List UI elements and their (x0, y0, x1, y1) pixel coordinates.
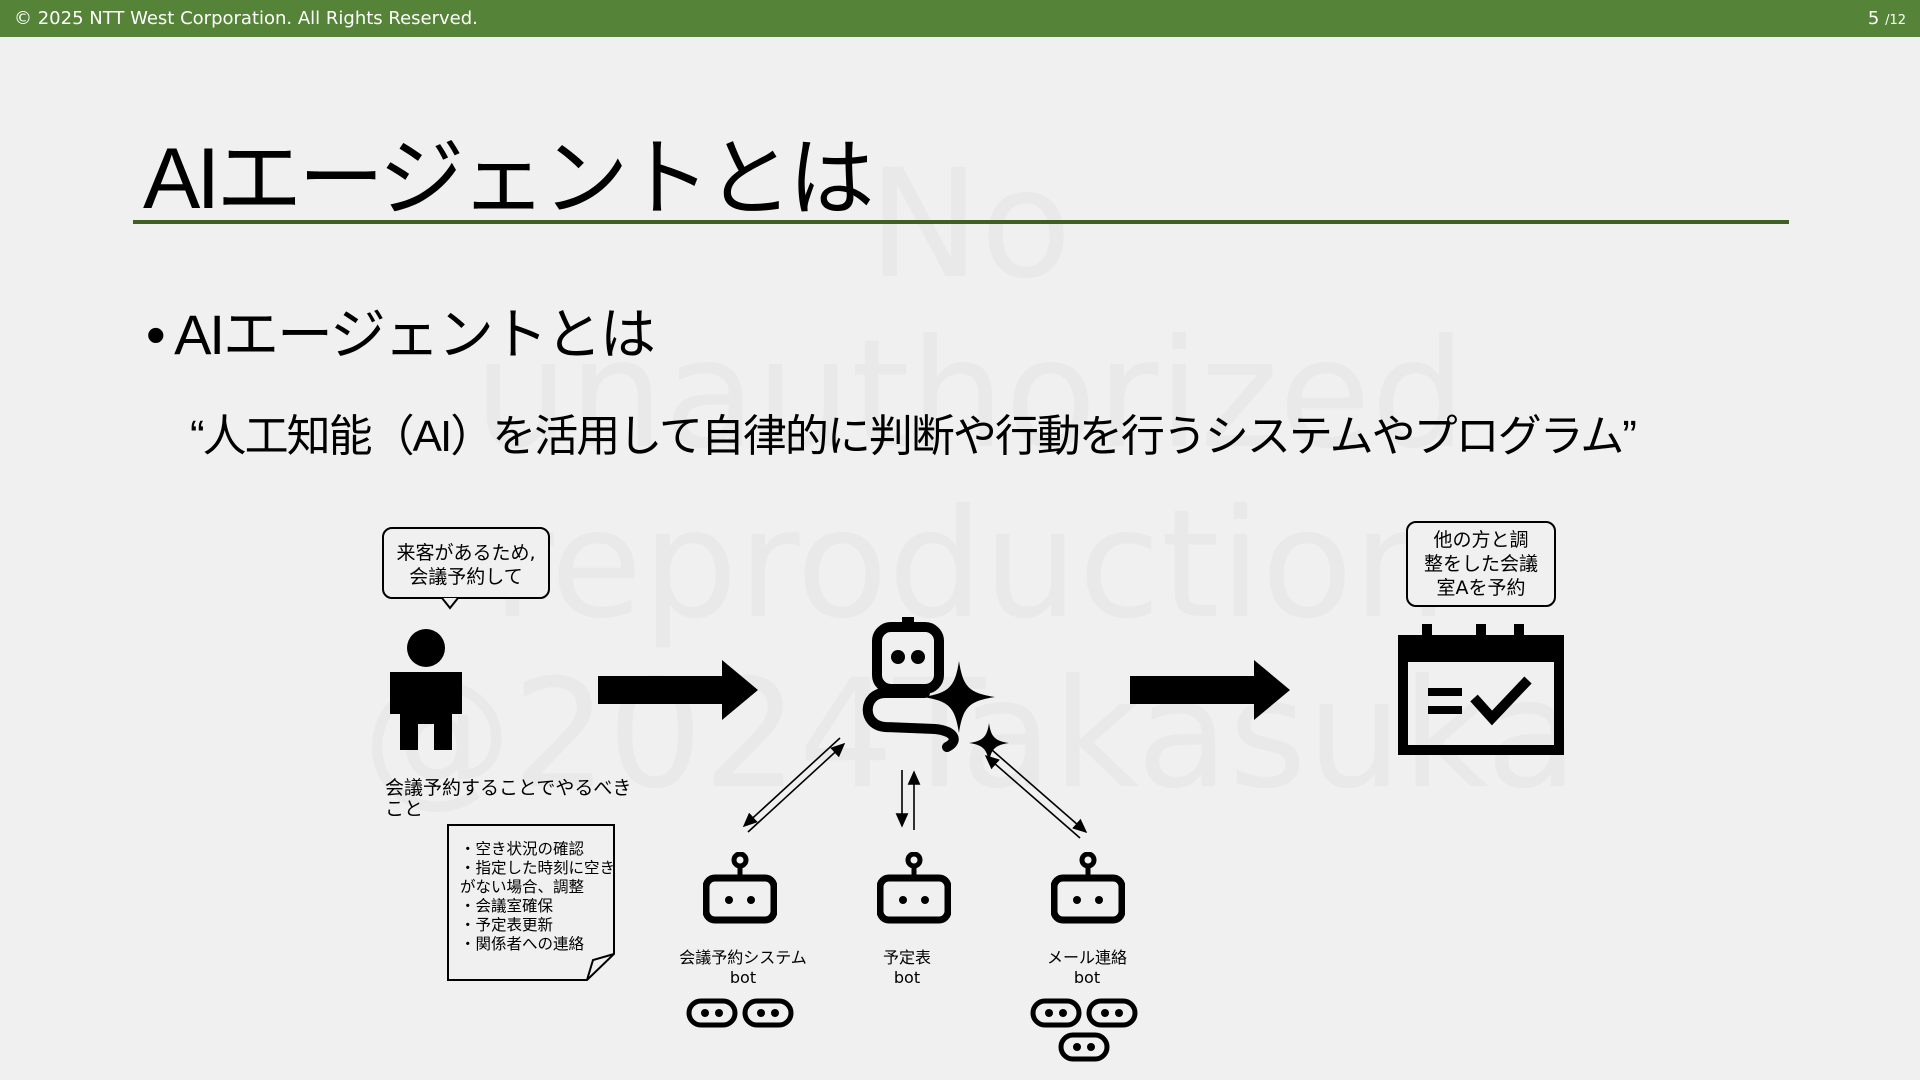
big-arrow-right (1130, 660, 1290, 720)
big-arrow-left (598, 660, 758, 720)
mini-bot-faces-mail (1030, 998, 1138, 1062)
slide-title: AIエージェントとは (143, 131, 875, 227)
mini-bot-faces-meeting (686, 998, 794, 1028)
page-number: 5 /12 (1867, 8, 1906, 29)
mini-bot-face-icon (1030, 998, 1082, 1028)
mini-bot-face-icon (686, 998, 738, 1028)
copyright-text: © 2025 NTT West Corporation. All Rights … (14, 8, 478, 29)
calendar-check-icon (1398, 624, 1564, 755)
todo-heading: 会議予約することでやるべきこと (385, 777, 632, 820)
schedule-bot-icon (877, 852, 951, 924)
watermark: No unauthorized reproduction @2024Takasu… (362, 138, 1578, 822)
request-speech-bubble: 来客があるため, 会議予約して (382, 527, 550, 599)
note-paper-icon (447, 824, 615, 981)
mail-bot-icon (1051, 852, 1125, 924)
bubble-tail-icon (422, 597, 478, 610)
ai-agent-icon (862, 617, 1009, 763)
bot-label-schedule: 予定表 bot (882, 948, 931, 987)
definition-quote: “人工知能（AI）を活用して自律的に判断や行動を行うシステムやプログラム” (190, 412, 1637, 461)
footer-bar: © 2025 NTT West Corporation. All Rights … (0, 0, 1920, 37)
mini-bot-face-icon (742, 998, 794, 1028)
mini-bot-face-icon (1086, 998, 1138, 1028)
person-icon (390, 629, 462, 750)
bullet-point: • AIエージェントとは (146, 303, 656, 366)
bot-label-mail: メール連絡 bot (1046, 948, 1127, 987)
result-speech-bubble: 他の方と調 整をした会議 室Aを予約 (1406, 521, 1556, 607)
mini-bot-face-icon (1058, 1032, 1110, 1062)
title-rule (133, 220, 1789, 224)
bot-label-meeting: 会議予約システム bot (679, 948, 807, 987)
todo-note: ・空き状況の確認 ・指定した時刻に空き がない場合、調整 ・会議室確保 ・予定表… (447, 824, 615, 981)
meeting-bot-icon (703, 852, 777, 924)
